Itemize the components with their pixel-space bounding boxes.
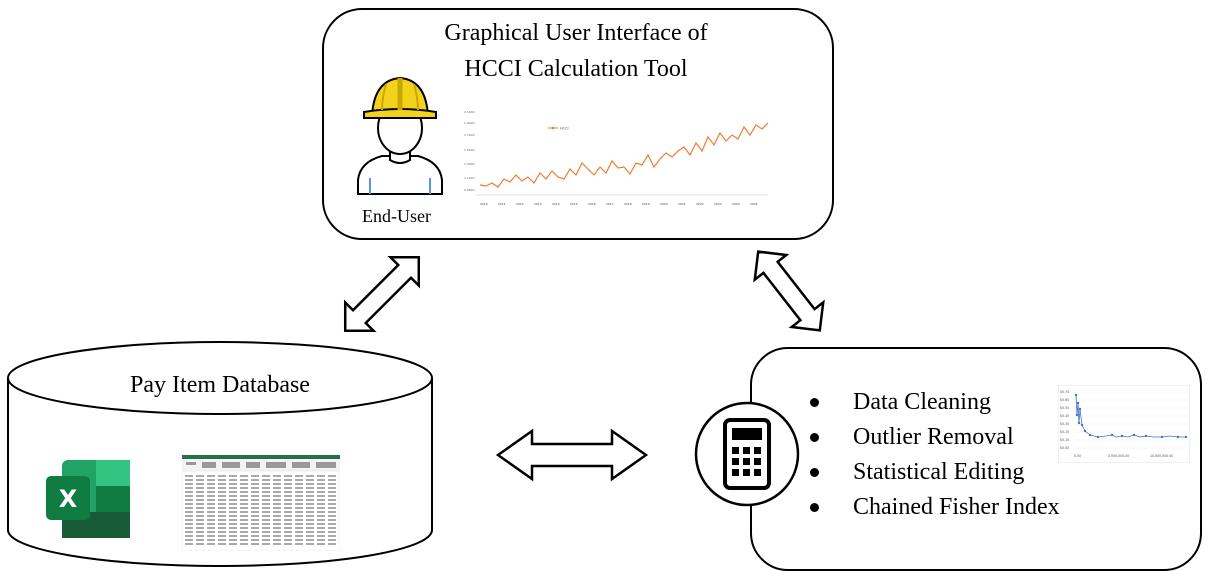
calculator-icon <box>694 401 800 507</box>
thumb-ytick: $0.00 <box>1060 446 1069 450</box>
gui-title-line1: Graphical User Interface of <box>444 20 708 46</box>
bullet-icon <box>810 433 819 442</box>
thumb-year: 2011 <box>498 202 506 206</box>
thumb-year: 2022 <box>696 202 704 206</box>
calc-scatter-thumbnail: $0.70 $0.60 $0.50 $0.40 $0.30 $0.20 $0.1… <box>1058 385 1190 463</box>
thumb-year: 2023 <box>714 202 722 206</box>
thumb-year: 2025 <box>750 202 758 206</box>
bullet-icon <box>810 398 819 407</box>
excel-logo-icon: X <box>46 460 130 538</box>
gui-title-line2: HCCI Calculation Tool <box>464 56 688 82</box>
thumb-year: 2010 <box>480 202 488 206</box>
thumb-ytick: $0.30 <box>1060 422 1069 426</box>
thumb-year: 2024 <box>732 202 740 206</box>
bullet-icon <box>810 468 819 477</box>
thumb-ytick: 1.7000 <box>464 133 475 137</box>
list-item: Outlier Removal <box>810 420 1060 455</box>
list-item: Data Cleaning <box>810 385 1060 420</box>
thumb-ytick: $0.50 <box>1060 406 1069 410</box>
thumb-scatter-line <box>1075 394 1186 438</box>
bullet-icon <box>810 503 819 512</box>
thumb-ytick: 2.1000 <box>464 110 475 114</box>
arrow-database-calc <box>495 428 649 482</box>
thumb-ytick: $0.10 <box>1060 438 1069 442</box>
thumb-year: 2015 <box>570 202 578 206</box>
step-label: Statistical Editing <box>853 459 1025 485</box>
end-user-icon <box>357 76 443 195</box>
thumb-year: 2016 <box>588 202 596 206</box>
step-label: Outlier Removal <box>853 424 1014 450</box>
thumb-xtick: 10,000,000.00 <box>1150 454 1173 458</box>
thumb-ytick: 0.9000 <box>464 188 475 192</box>
arrow-gui-calc <box>753 250 825 332</box>
thumb-year: 2012 <box>516 202 524 206</box>
thumb-year: 2017 <box>606 202 614 206</box>
thumb-legend: HCCI <box>548 127 569 131</box>
database-title: Pay Item Database <box>130 372 310 398</box>
thumb-ytick: $0.40 <box>1060 414 1069 418</box>
thumb-year: 2019 <box>642 202 650 206</box>
thumb-year: 2021 <box>678 202 686 206</box>
end-user-label: End-User <box>362 206 431 226</box>
list-item: Statistical Editing <box>810 455 1060 490</box>
thumb-xtick: 0.00 <box>1074 454 1081 458</box>
thumb-year: 2018 <box>624 202 632 206</box>
thumb-year: 2013 <box>534 202 542 206</box>
thumb-year: 2014 <box>552 202 560 206</box>
step-label: Chained Fisher Index <box>853 494 1060 520</box>
excel-logo-letter: X <box>59 485 78 513</box>
thumb-xtick: 2,000,000.00 <box>1108 454 1129 458</box>
step-label: Data Cleaning <box>853 389 991 415</box>
arrow-gui-database <box>343 255 421 333</box>
list-item: Chained Fisher Index <box>810 490 1060 525</box>
thumb-ytick: $0.60 <box>1060 398 1069 402</box>
gui-chart-thumbnail: 2.1000 1.9000 1.7000 1.5000 1.3000 1.100… <box>464 110 769 206</box>
thumb-year: 2020 <box>660 202 668 206</box>
thumb-ytick: 1.1000 <box>464 176 475 180</box>
thumb-ytick: 1.9000 <box>464 121 475 125</box>
thumb-ytick: $0.20 <box>1060 430 1069 434</box>
thumb-hcci-line <box>479 122 769 188</box>
thumb-ytick: $0.70 <box>1060 390 1069 394</box>
thumb-legend-label: HCCI <box>560 127 569 131</box>
spreadsheet-thumbnail <box>182 455 340 551</box>
thumb-ytick: 1.5000 <box>464 148 475 152</box>
thumb-ytick: 1.3000 <box>464 162 475 166</box>
calculation-steps-list: Data Cleaning Outlier Removal Statistica… <box>810 385 1060 525</box>
